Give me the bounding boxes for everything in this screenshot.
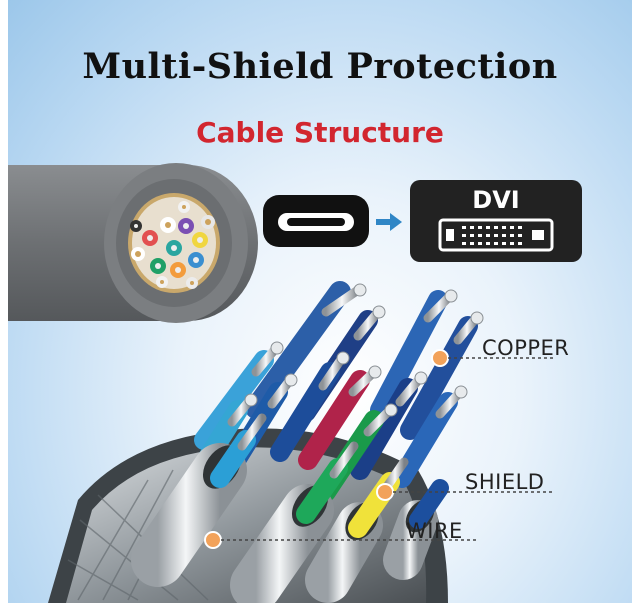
product-image: Multi-Shield Protection Cable Structure … [8, 0, 632, 603]
wire-bundle [48, 281, 484, 603]
wire-callout-line [204, 531, 478, 549]
dvi-connector-box: DVI [410, 180, 582, 262]
dvi-port-icon [438, 218, 554, 252]
arrow-right-icon [376, 213, 402, 231]
shield-label: SHIELD [465, 470, 545, 494]
page-subtitle: Cable Structure [196, 116, 444, 149]
cable-cross-section [8, 163, 258, 323]
copper-callout-line [431, 349, 553, 367]
page-title: Multi-Shield Protection [82, 46, 558, 87]
dvi-label: DVI [472, 186, 520, 214]
usb-c-port-icon [263, 195, 369, 247]
copper-label: COPPER [482, 336, 570, 360]
wire-label: WIRE [406, 519, 463, 543]
cable-illustration [8, 163, 553, 603]
shield-callout-line [376, 483, 553, 501]
